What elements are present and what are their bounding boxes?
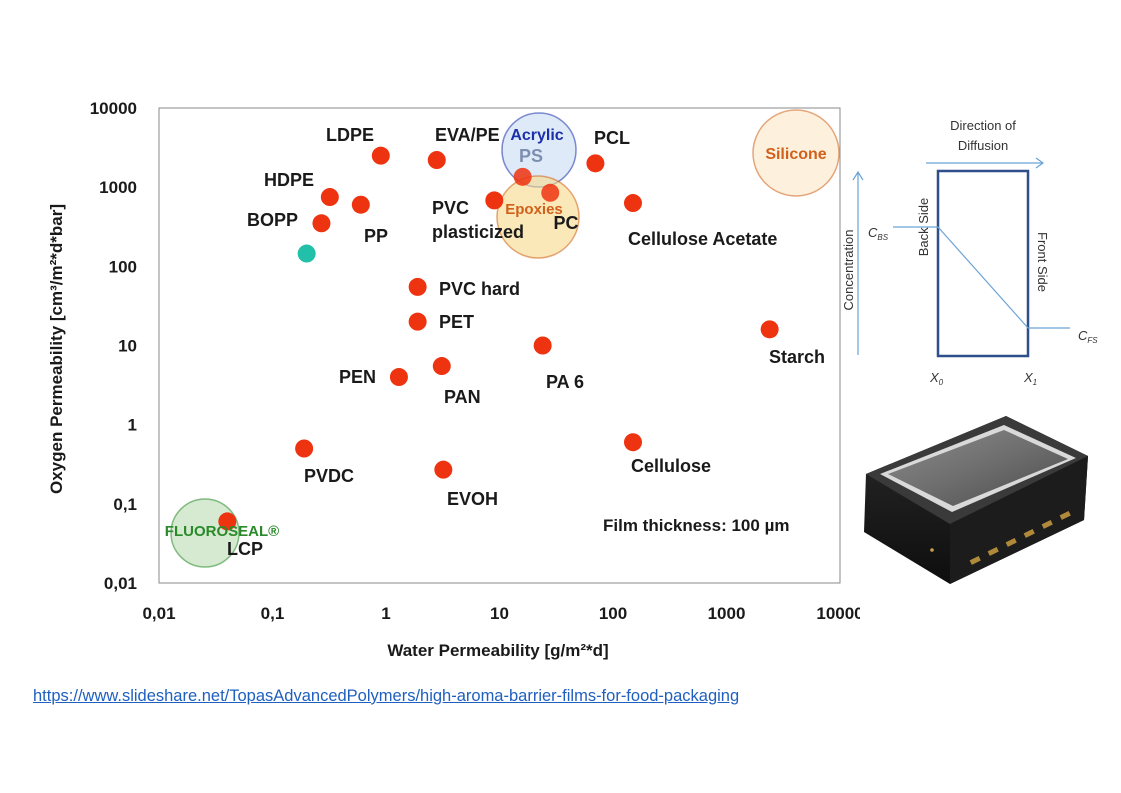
y-tick-label: 100	[109, 257, 137, 276]
x0-label: X0	[929, 370, 944, 387]
source-link[interactable]: https://www.slideshare.net/TopasAdvanced…	[33, 687, 740, 705]
y-tick-label: 1000	[99, 178, 137, 197]
data-point	[434, 460, 453, 479]
point-label: PVDC	[304, 466, 354, 486]
point-label: HDPE	[264, 170, 314, 190]
plot-area	[158, 107, 841, 584]
film-thickness-note: Film thickness: 100 µm	[603, 516, 789, 535]
x-tick-label: 1	[381, 604, 390, 623]
data-point	[295, 439, 314, 458]
data-point	[623, 433, 642, 452]
x-axis-label: Water Permeability [g/m²*d]	[387, 641, 608, 660]
x-tick-label: 0,01	[142, 604, 175, 623]
point-label: PC	[553, 213, 578, 233]
data-point	[312, 214, 331, 233]
point-label: Cellulose Acetate	[628, 229, 777, 249]
region-label: Epoxies	[505, 201, 563, 218]
data-point	[432, 357, 451, 376]
back-side-label: Back Side	[916, 198, 931, 257]
x-tick-label: 10000	[816, 604, 860, 623]
point-label: LCP	[227, 539, 263, 559]
point-label: Cellulose	[631, 456, 711, 476]
data-point	[760, 320, 779, 339]
point-label: PAN	[444, 387, 481, 407]
c-bs-label: CBS	[868, 225, 889, 242]
point-label: PET	[439, 312, 474, 332]
membrane-box	[936, 169, 1030, 358]
point-label: PEN	[339, 367, 376, 387]
x1-label: X1	[1023, 370, 1037, 387]
region-label: Acrylic	[510, 127, 563, 144]
region-label: FLUOROSEAL®	[165, 523, 279, 540]
concentration-profile-slope	[937, 226, 1029, 329]
region-circle	[752, 109, 840, 197]
concentration-arrowhead	[852, 170, 864, 181]
direction-arrowhead	[1035, 157, 1045, 169]
y-tick-label: 10	[118, 337, 137, 356]
data-point	[408, 312, 427, 331]
data-point	[623, 194, 642, 213]
plot-frame	[158, 107, 841, 584]
y-tick-label: 0,1	[113, 495, 137, 514]
diagram-title-line1: Direction of	[950, 118, 1016, 133]
data-point	[297, 244, 316, 263]
c-fs-label: CFS	[1078, 328, 1098, 345]
point-label: EVA/PE	[435, 125, 500, 145]
data-point	[541, 183, 560, 202]
x-tick-label: 10	[490, 604, 509, 623]
data-point	[513, 167, 532, 186]
y-tick-labels: 0,01 0,1 1 10 100 1000 10000	[90, 99, 137, 593]
data-point	[533, 336, 552, 355]
point-label: Starch	[769, 347, 825, 367]
x-tick-label: 0,1	[261, 604, 285, 623]
diffusion-diagram: Direction of Diffusion Concentration Bac…	[841, 118, 1098, 387]
data-point	[218, 512, 237, 531]
x-tick-label: 100	[599, 604, 627, 623]
data-point	[320, 188, 339, 207]
point-label: BOPP	[247, 210, 298, 230]
point-label: PP	[364, 226, 388, 246]
point-label: PS	[519, 146, 543, 166]
y-axis-label: Oxygen Permeability [cm³/m²*d*bar]	[47, 204, 66, 494]
data-point	[485, 191, 504, 210]
y-tick-label: 1	[128, 416, 137, 435]
point-label: PCL	[594, 128, 630, 148]
data-point	[351, 195, 370, 214]
region-label: Silicone	[765, 146, 826, 163]
sensor-chip-icon	[864, 416, 1088, 584]
front-side-label: Front Side	[1035, 232, 1050, 292]
diagram-title-line2: Diffusion	[958, 138, 1008, 153]
region-circle	[496, 175, 580, 259]
point-label: LDPE	[326, 125, 374, 145]
data-point	[371, 146, 390, 165]
concentration-label: Concentration	[841, 230, 856, 311]
data-points	[218, 146, 779, 531]
point-label: PVC hard	[439, 279, 520, 299]
data-point	[408, 277, 427, 296]
x-tick-labels: 0,01 0,1 1 10 100 1000 10000	[142, 604, 860, 623]
y-tick-label: 0,01	[104, 574, 137, 593]
x-tick-label: 1000	[708, 604, 746, 623]
point-label: EVOH	[447, 489, 498, 509]
data-point	[427, 151, 446, 170]
y-tick-label: 10000	[90, 99, 137, 118]
data-point	[389, 368, 408, 387]
point-label: PA 6	[546, 372, 584, 392]
data-point	[586, 154, 605, 173]
